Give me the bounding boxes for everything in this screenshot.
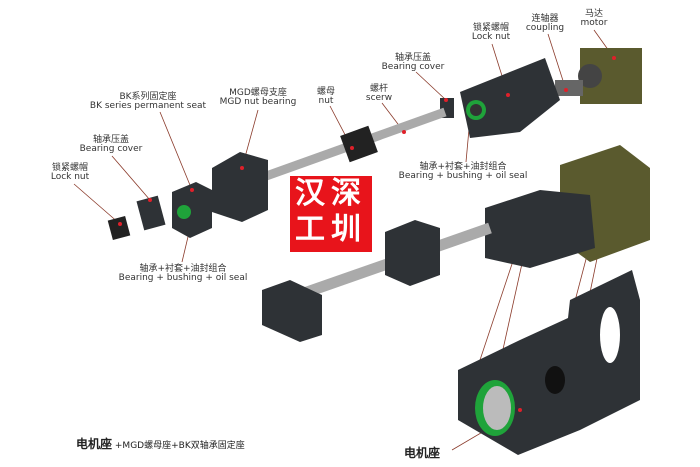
watermark-stamp: 汉深工圳 <box>290 176 372 252</box>
nut-top <box>340 125 378 163</box>
caption-motor-mount: 电机座 <box>404 446 441 460</box>
bk-seat-top <box>172 182 212 238</box>
marker-dots <box>118 56 616 412</box>
mgd-seat-top <box>212 152 268 222</box>
coupling-top <box>555 80 583 96</box>
lock-nut-left <box>107 216 131 240</box>
motor-seat-lower <box>485 190 595 268</box>
bk-seat-lower <box>262 280 322 342</box>
caption-bottom-left: 电机座 +MGD螺母座+BK双轴承固定座 <box>76 437 245 451</box>
motor-top <box>578 48 642 104</box>
bearing-cover-left <box>136 195 166 231</box>
motor-seat-top <box>460 58 560 138</box>
mgd-seat-lower <box>385 220 440 286</box>
